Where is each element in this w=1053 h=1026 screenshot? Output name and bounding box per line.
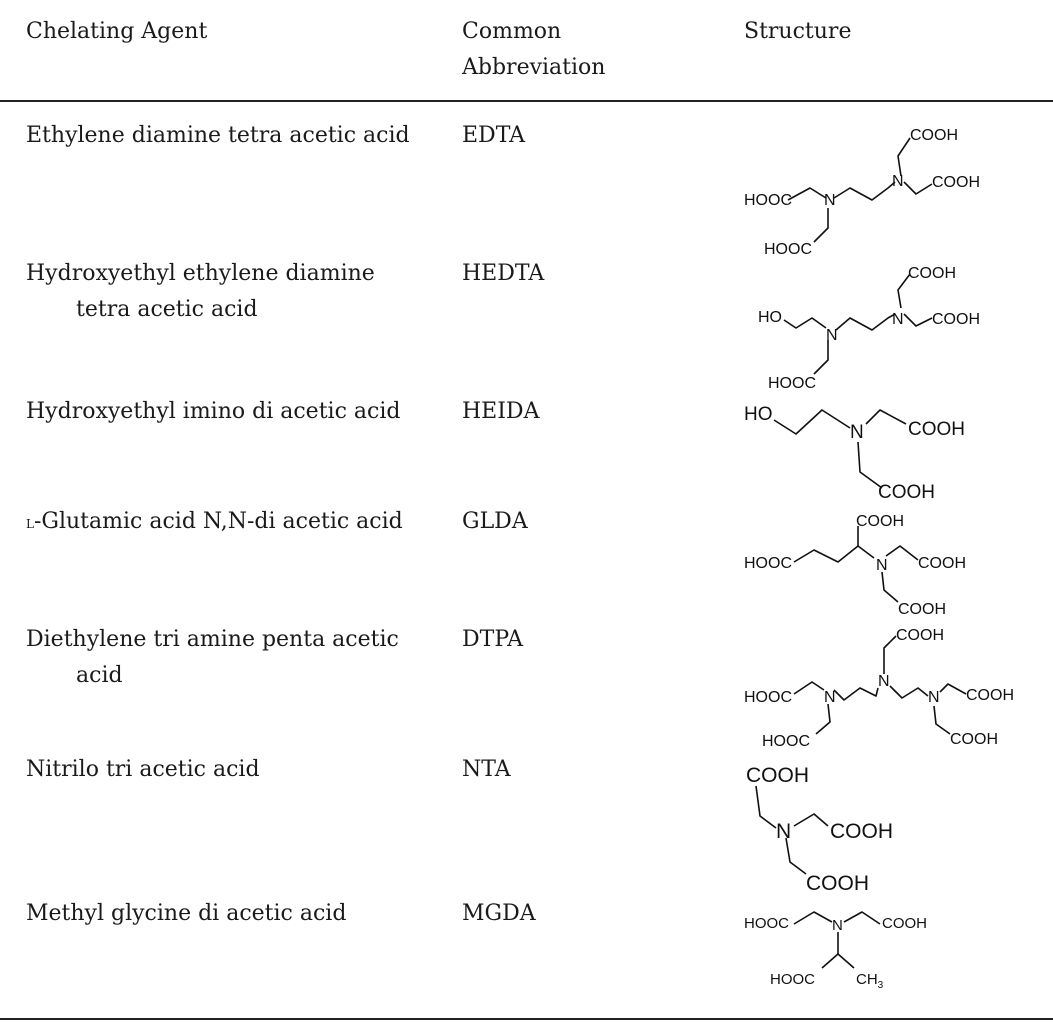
l-configuration-prefix: l: [26, 513, 34, 533]
svg-text:COOH: COOH: [882, 915, 927, 932]
structure-mgda: HOOC COOH HOOC CH3 N: [738, 902, 1038, 1006]
svg-text:COOH: COOH: [908, 265, 956, 282]
svg-text:CH3: CH3: [856, 971, 884, 991]
agent-name: Nitrilo tri acetic acid: [26, 757, 260, 782]
svg-text:HOOC: HOOC: [744, 192, 792, 209]
svg-text:N: N: [850, 422, 864, 443]
glda-structure-drawing: COOH HOOC COOH COOH N: [744, 513, 966, 618]
svg-text:HOOC: HOOC: [770, 971, 815, 988]
agent-name: l-Glutamic acid N,N-di acetic acid: [26, 509, 403, 534]
agent-abbreviation: DTPA: [462, 627, 523, 652]
svg-text:HOOC: HOOC: [744, 915, 789, 932]
structure-hedta: COOH COOH HO HOOC N N: [738, 260, 1038, 392]
svg-text:HOOC: HOOC: [768, 375, 816, 392]
agent-abbreviation: HEDTA: [462, 261, 545, 286]
svg-text:HOOC: HOOC: [744, 689, 792, 706]
svg-text:N: N: [832, 917, 843, 934]
svg-text:HO: HO: [744, 404, 773, 425]
agent-name: Diethylene tri amine penta acetic acid: [26, 627, 399, 688]
svg-text:COOH: COOH: [918, 555, 966, 572]
agent-name: Ethylene diamine tetra acetic acid: [26, 123, 410, 148]
edta-structure-drawing: COOH COOH HOOC HOOC N N: [744, 127, 980, 258]
dtpa-structure-drawing: COOH HOOC COOH HOOC COOH N N N: [744, 627, 1014, 750]
svg-text:COOH: COOH: [746, 764, 809, 787]
svg-text:COOH: COOH: [932, 311, 980, 328]
nta-structure-drawing: COOH COOH COOH N: [746, 764, 893, 895]
structure-nta: COOH COOH COOH N: [738, 758, 1038, 896]
svg-text:COOH: COOH: [896, 627, 944, 644]
svg-text:COOH: COOH: [910, 127, 958, 144]
agent-name: Hydroxyethyl ethylene diamine tetra acet…: [26, 261, 375, 322]
svg-text:COOH: COOH: [950, 731, 998, 748]
svg-text:N: N: [928, 689, 940, 706]
svg-text:N: N: [876, 557, 888, 574]
svg-text:N: N: [826, 327, 838, 344]
svg-text:COOH: COOH: [908, 419, 965, 440]
svg-text:HO: HO: [758, 309, 782, 326]
svg-text:N: N: [776, 820, 791, 843]
agent-abbreviation: GLDA: [462, 509, 528, 534]
agent-name: Methyl glycine di acetic acid: [26, 901, 347, 926]
header-chelating-agent: Chelating Agent: [26, 19, 208, 44]
header-common-abbreviation: Common Abbreviation: [462, 14, 605, 86]
svg-text:COOH: COOH: [898, 601, 946, 618]
header-structure: Structure: [744, 19, 852, 44]
svg-text:COOH: COOH: [878, 482, 935, 503]
structure-glda: COOH HOOC COOH COOH N: [738, 510, 1038, 620]
heida-structure-drawing: HO COOH COOH N: [744, 404, 965, 503]
svg-text:N: N: [824, 192, 836, 209]
structure-dtpa: COOH HOOC COOH HOOC COOH N N N: [738, 626, 1038, 756]
svg-text:COOH: COOH: [966, 687, 1014, 704]
svg-text:COOH: COOH: [856, 513, 904, 530]
svg-text:COOH: COOH: [932, 174, 980, 191]
svg-text:HOOC: HOOC: [744, 555, 792, 572]
agent-abbreviation: NTA: [462, 757, 511, 782]
hedta-structure-drawing: COOH COOH HO HOOC N N: [758, 265, 980, 392]
structure-heida: HO COOH COOH N: [738, 396, 1038, 508]
agent-abbreviation: EDTA: [462, 123, 526, 148]
header-abbr-line2: Abbreviation: [462, 55, 606, 80]
svg-text:HOOC: HOOC: [762, 733, 810, 750]
agent-abbreviation: HEIDA: [462, 399, 540, 424]
svg-text:COOH: COOH: [830, 820, 893, 843]
footer-rule: [0, 1018, 1053, 1020]
svg-text:HOOC: HOOC: [764, 241, 812, 258]
mgda-structure-drawing: HOOC COOH HOOC CH3 N: [744, 911, 927, 991]
agent-abbreviation: MGDA: [462, 901, 536, 926]
svg-text:COOH: COOH: [806, 872, 869, 895]
structure-edta: COOH COOH HOOC HOOC N N: [738, 118, 1038, 258]
header-abbr-line1: Common: [462, 19, 562, 44]
svg-text:N: N: [824, 689, 836, 706]
agent-name: Hydroxyethyl imino di acetic acid: [26, 399, 401, 424]
svg-text:N: N: [878, 673, 890, 690]
header-rule: [0, 100, 1053, 102]
svg-text:N: N: [892, 311, 904, 328]
svg-text:N: N: [892, 173, 904, 190]
